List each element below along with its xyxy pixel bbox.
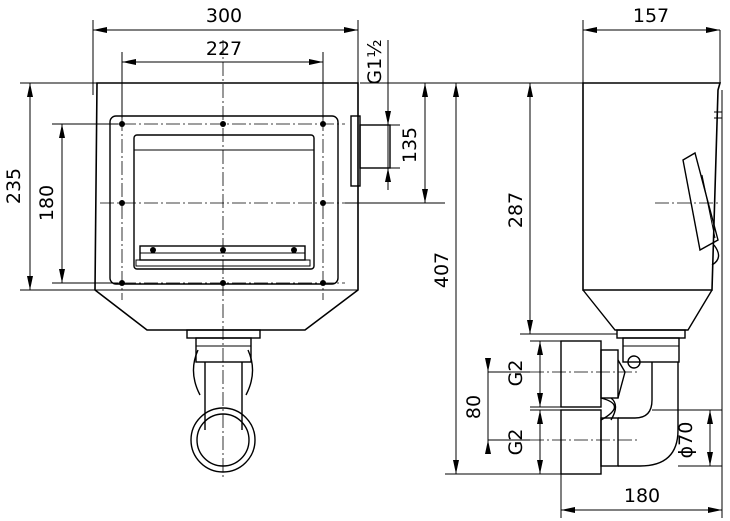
side-cross-connector-inner [610,397,617,421]
bolt-hole [150,247,156,253]
dim-pipe-diameter: ϕ70 [652,409,722,467]
front-flange-plate [109,115,339,285]
front-view: 300 227 235 180 [3,5,445,480]
side-funnel [582,289,713,331]
side-upper-coupling-neck [600,349,619,399]
dim-height-overall-label: 235 [3,168,25,204]
dim-thread-upper: G2 [505,340,561,408]
dim-height-total-label: 407 [431,252,453,288]
front-pipe-vertical [204,362,243,430]
dim-thread-lower-label: G2 [505,429,527,456]
front-pipe-curves [192,349,254,396]
front-pipe-elbow-outer [190,407,256,473]
side-bottom-flange [616,329,686,339]
dim-height-bolts: 180 [36,123,118,284]
dim-height-to-pipe-label: 287 [505,192,527,228]
side-weir-flap [682,151,719,252]
side-view: 157 407 287 G2 [431,5,723,518]
side-upper-pipe-turn [617,359,626,399]
side-elbow-port [627,355,641,369]
front-bottom-nut [195,337,252,363]
dim-height-bolts-label: 180 [36,185,58,221]
side-lower-coupling-neck [600,417,619,467]
dim-width-bolts-label: 227 [206,38,242,60]
dim-base-width: 180 [560,90,723,518]
side-elbow-inner [618,362,653,419]
dim-thread-upper-label: G2 [505,360,527,387]
bolt-hole [291,247,297,253]
side-elbow-outer [618,362,679,467]
side-weir-hinge [711,244,720,266]
side-lower-coupling [560,409,602,475]
side-weir-flap-hatch [701,174,716,239]
dim-width-overall-label: 300 [206,5,242,27]
side-bottom-nut [622,337,680,363]
front-opening-frame [133,134,315,270]
dim-outlet-height-label: 135 [399,127,421,163]
dim-pipe-spacing: 80 [463,358,530,454]
dim-base-width-label: 180 [624,485,660,507]
side-body-outline [582,82,722,291]
front-pipe-elbow-inner [196,413,250,467]
dim-pipe-spacing-label: 80 [463,395,485,419]
dim-outlet: G1½ 135 [345,39,445,204]
dim-width-bolts: 227 [121,38,324,118]
dim-thread-lower: G2 [505,409,561,474]
front-bolt-holes [119,121,326,286]
dim-height-overall: 235 [3,82,97,291]
dim-height-to-pipe: 287 [505,83,617,335]
front-bottom-flange [186,329,261,339]
dim-height-total: 407 [431,82,583,475]
front-outlet-pipe [359,124,391,169]
dim-width-overall: 300 [92,5,359,95]
side-upper-coupling [560,340,602,408]
dim-depth-top: 157 [582,5,720,83]
dim-outlet-thread-label: G1½ [364,39,386,84]
dim-pipe-diameter-label: ϕ70 [675,422,697,459]
dim-depth-top-label: 157 [633,5,669,27]
